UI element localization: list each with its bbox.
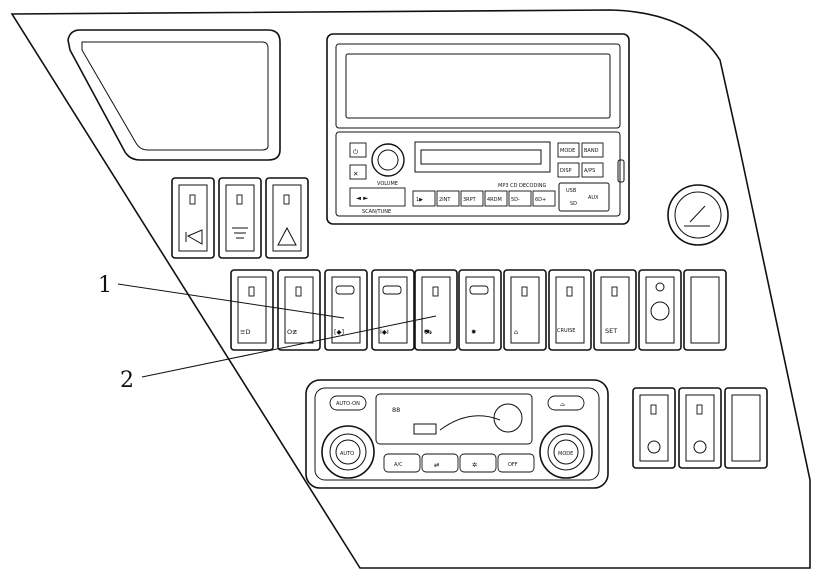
svg-text:MODE: MODE <box>558 451 573 457</box>
svg-text:MODE: MODE <box>560 148 575 154</box>
off-button[interactable] <box>497 453 535 473</box>
rear-fog-lamp-switch[interactable]: O≢ <box>277 269 321 351</box>
switch-callout-1[interactable]: [◆] <box>324 269 368 351</box>
climate-temp-display: 88 <box>392 406 400 414</box>
set-label: SET <box>605 327 617 335</box>
mute-button[interactable] <box>349 164 367 180</box>
recirc-icon: ⇄ <box>434 461 440 469</box>
radio-unit: ⏻ ✕ VOLUME MODE BAND DISP A/PS ◄ ► SCAN/… <box>326 33 630 225</box>
seek-button[interactable] <box>349 187 406 207</box>
engine-switch[interactable]: ⌂ <box>503 269 547 351</box>
svg-text:6D+: 6D+ <box>535 197 546 203</box>
preset-4-button[interactable] <box>484 190 508 207</box>
svg-text:BAND: BAND <box>584 148 599 154</box>
callout-1-leader <box>117 283 345 319</box>
hazard-switch[interactable] <box>265 177 309 259</box>
storage-compartment <box>67 29 281 161</box>
seat-heat-left-switch[interactable] <box>632 387 676 469</box>
volume-knob[interactable] <box>371 143 405 177</box>
front-fog-switch[interactable]: ≡D <box>230 269 274 351</box>
rear-fog-switch[interactable] <box>218 177 262 259</box>
blank-switch <box>683 269 727 351</box>
svg-text:1▶: 1▶ <box>416 197 423 203</box>
preset-6-button[interactable] <box>532 190 556 207</box>
preset-1-button[interactable] <box>412 190 436 207</box>
set-switch[interactable]: SET <box>593 269 637 351</box>
preset-3-button[interactable] <box>460 190 484 207</box>
fan-icon: ✲ <box>472 461 477 469</box>
mode-button[interactable] <box>557 142 580 158</box>
svg-text:A/PS: A/PS <box>584 168 595 174</box>
cigarette-lighter[interactable] <box>667 184 729 246</box>
lower-right-switch-row <box>632 387 768 469</box>
climate-control-panel: AUTO-ON ⌓ 88 AUTO MODE A/C ⇄ ✲ OFF <box>305 379 609 489</box>
display-segments <box>420 149 542 165</box>
rear-fog-icon <box>232 227 248 239</box>
ac-button[interactable] <box>383 453 421 473</box>
sun-icon: ✹ <box>471 328 477 336</box>
callout-1-label: 1 <box>98 273 112 298</box>
band-button[interactable] <box>581 142 604 158</box>
upper-switch-row <box>171 177 309 259</box>
svg-text:◄ ►: ◄ ► <box>356 194 368 202</box>
horn-icon <box>185 229 203 245</box>
svg-text:3RPT: 3RPT <box>463 197 477 203</box>
radio-display <box>414 141 551 173</box>
switch-callout-2[interactable]: ⛟ <box>414 269 458 351</box>
rear-fog-lamp-icon: O≢ <box>287 328 298 336</box>
hazard-icon <box>277 226 297 246</box>
panel-outline <box>10 9 811 569</box>
callout-2-label: 2 <box>120 368 134 393</box>
main-switch-row: ≡D O≢ [◆] I◆I ⛟ <box>230 269 727 351</box>
svg-text:⏻: ⏻ <box>353 148 358 156</box>
svg-text:AUTO: AUTO <box>340 451 354 457</box>
recirc-button[interactable] <box>421 453 459 473</box>
info-switch[interactable] <box>638 269 682 351</box>
auto-on-button[interactable] <box>329 395 367 411</box>
fan-button[interactable] <box>459 453 497 473</box>
defrost-button[interactable] <box>547 395 585 411</box>
svg-text:AUTO-ON: AUTO-ON <box>336 401 360 407</box>
tune-label: SCAN/TUNE <box>362 209 391 215</box>
switch-2-icon: ⛟ <box>424 328 433 336</box>
disp-button[interactable] <box>557 162 580 178</box>
power-button[interactable] <box>349 142 367 158</box>
sd-label: SD <box>570 201 577 207</box>
lighter-icon <box>684 205 710 227</box>
svg-text:OFF: OFF <box>508 462 518 468</box>
usb-label: USB <box>566 188 577 194</box>
blank-lower-switch <box>724 387 768 469</box>
switch-1b-icon: I◆I <box>380 328 389 336</box>
aps-button[interactable] <box>581 162 604 178</box>
horn-switch[interactable] <box>171 177 215 259</box>
svg-text:DISP: DISP <box>560 168 572 174</box>
auto-knob[interactable]: AUTO <box>321 425 375 479</box>
info-icon <box>650 301 670 321</box>
switch-1-icon: [◆] <box>334 328 344 336</box>
cruise-label: CRUISE <box>557 328 575 334</box>
svg-text:5D-: 5D- <box>511 197 520 203</box>
callout-2-leader <box>141 315 437 378</box>
seat-heat-left-icon <box>647 440 661 454</box>
svg-text:2INT: 2INT <box>439 197 451 203</box>
engine-icon: ⌂ <box>514 328 518 336</box>
seat-heat-right-switch[interactable] <box>678 387 722 469</box>
preset-5-button[interactable] <box>508 190 532 207</box>
defrost-icon: ⌓ <box>560 400 565 408</box>
volume-label: VOLUME <box>377 181 398 187</box>
svg-text:✕: ✕ <box>353 170 358 178</box>
sun-switch[interactable]: ✹ <box>458 269 502 351</box>
switch-callout-1b[interactable]: I◆I <box>371 269 415 351</box>
mode-knob[interactable]: MODE <box>539 425 593 479</box>
mp3-label: MP3 CD DECODING <box>498 183 547 189</box>
svg-text:A/C: A/C <box>394 462 403 468</box>
aux-label: AUX <box>588 195 599 201</box>
front-fog-icon: ≡D <box>240 328 250 336</box>
cruise-switch[interactable]: CRUISE <box>548 269 592 351</box>
svg-text:4RDM: 4RDM <box>487 197 502 203</box>
climate-display <box>375 393 533 445</box>
preset-2-button[interactable] <box>436 190 460 207</box>
seat-heat-right-icon <box>693 440 707 454</box>
